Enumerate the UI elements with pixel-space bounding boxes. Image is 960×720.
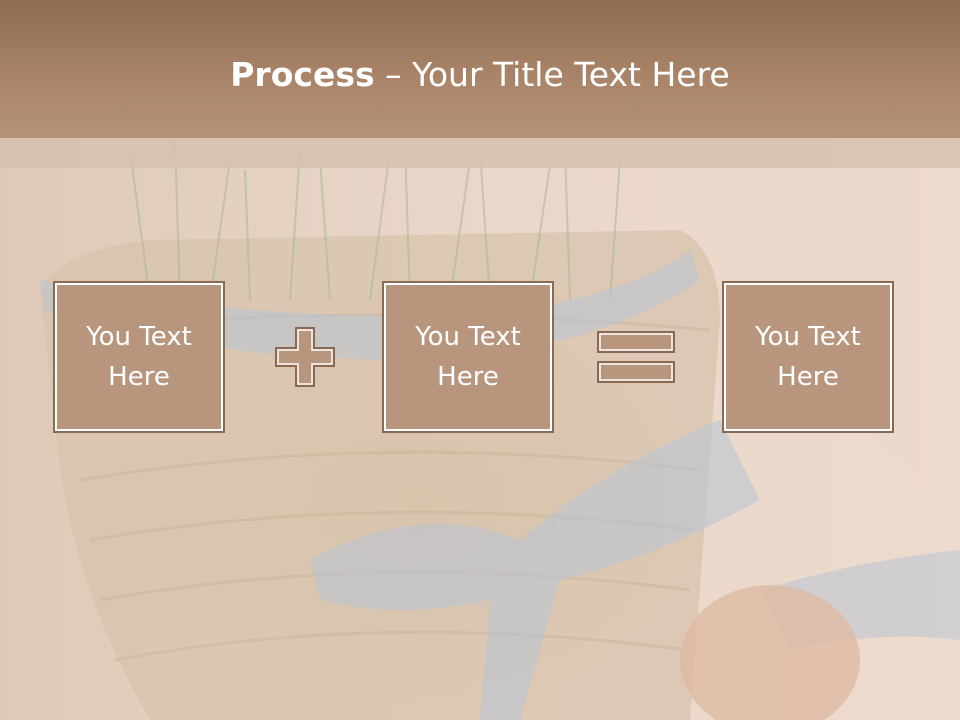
process-box-1[interactable]: You Text Here xyxy=(53,281,225,433)
plus-icon xyxy=(275,327,335,387)
process-box-3[interactable]: You Text Here xyxy=(722,281,894,433)
title-rest: – Your Title Text Here xyxy=(374,55,730,94)
equals-icon xyxy=(597,331,675,383)
title-bar xyxy=(0,0,960,138)
process-box-3-text: You Text Here xyxy=(755,322,861,392)
slide-title: Process – Your Title Text Here xyxy=(0,50,960,100)
process-box-2-text: You Text Here xyxy=(415,322,521,392)
title-bold: Process xyxy=(230,55,375,94)
title-strip xyxy=(0,138,960,168)
process-box-2[interactable]: You Text Here xyxy=(382,281,554,433)
process-box-1-text: You Text Here xyxy=(86,322,192,392)
